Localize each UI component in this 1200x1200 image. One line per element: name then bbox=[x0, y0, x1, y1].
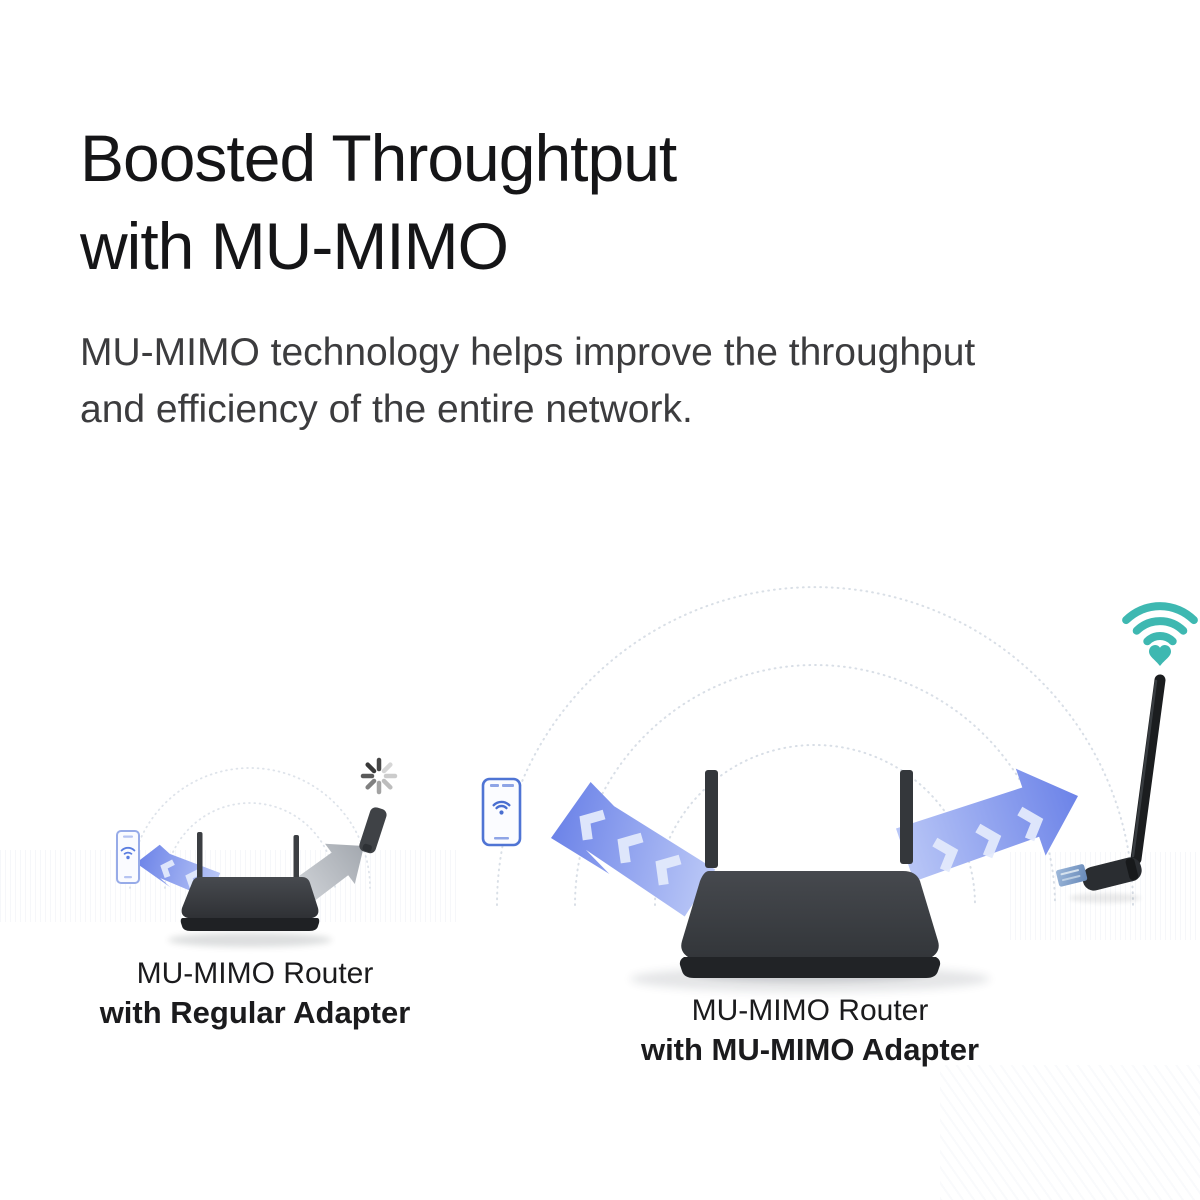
page-title: Boosted Throughtput with MU-MIMO bbox=[80, 114, 677, 290]
left-caption-line-2: with Regular Adapter bbox=[99, 995, 411, 1030]
smartphone-wifi-icon bbox=[116, 830, 140, 884]
page-description: MU-MIMO technology helps improve the thr… bbox=[80, 324, 975, 438]
left-illustration bbox=[80, 740, 440, 965]
right-caption-line-1: MU-MIMO Router bbox=[691, 994, 929, 1027]
wifi-signal-icon bbox=[1122, 602, 1198, 666]
signal-arc-icon bbox=[496, 586, 1134, 906]
left-caption-line-1: MU-MIMO Router bbox=[136, 957, 374, 990]
background-texture bbox=[940, 1065, 1200, 1200]
page-title-line-2: with MU-MIMO bbox=[80, 209, 509, 283]
page-description-line-1: MU-MIMO technology helps improve the thr… bbox=[80, 331, 976, 374]
usb-adapter-icon bbox=[359, 807, 387, 854]
right-caption: MU-MIMO Router with MU-MIMO Adapter bbox=[600, 993, 1020, 1069]
smartphone-wifi-icon bbox=[481, 777, 522, 847]
left-caption: MU-MIMO Router with Regular Adapter bbox=[60, 956, 450, 1032]
signal-arc-icon bbox=[129, 767, 371, 889]
blue-signal-arrow-icon bbox=[896, 768, 1078, 882]
right-illustration bbox=[460, 580, 1200, 1005]
usb-antenna-adapter-icon bbox=[1056, 674, 1166, 903]
right-caption-line-2: with MU-MIMO Adapter bbox=[640, 1032, 980, 1067]
page-title-line-1: Boosted Throughtput bbox=[80, 121, 677, 195]
router-icon bbox=[168, 832, 332, 947]
router-icon bbox=[630, 770, 990, 992]
loading-spinner-icon bbox=[360, 757, 398, 795]
blue-signal-arrow-icon bbox=[551, 782, 716, 917]
page-description-line-2: and efficiency of the entire network. bbox=[80, 388, 693, 431]
